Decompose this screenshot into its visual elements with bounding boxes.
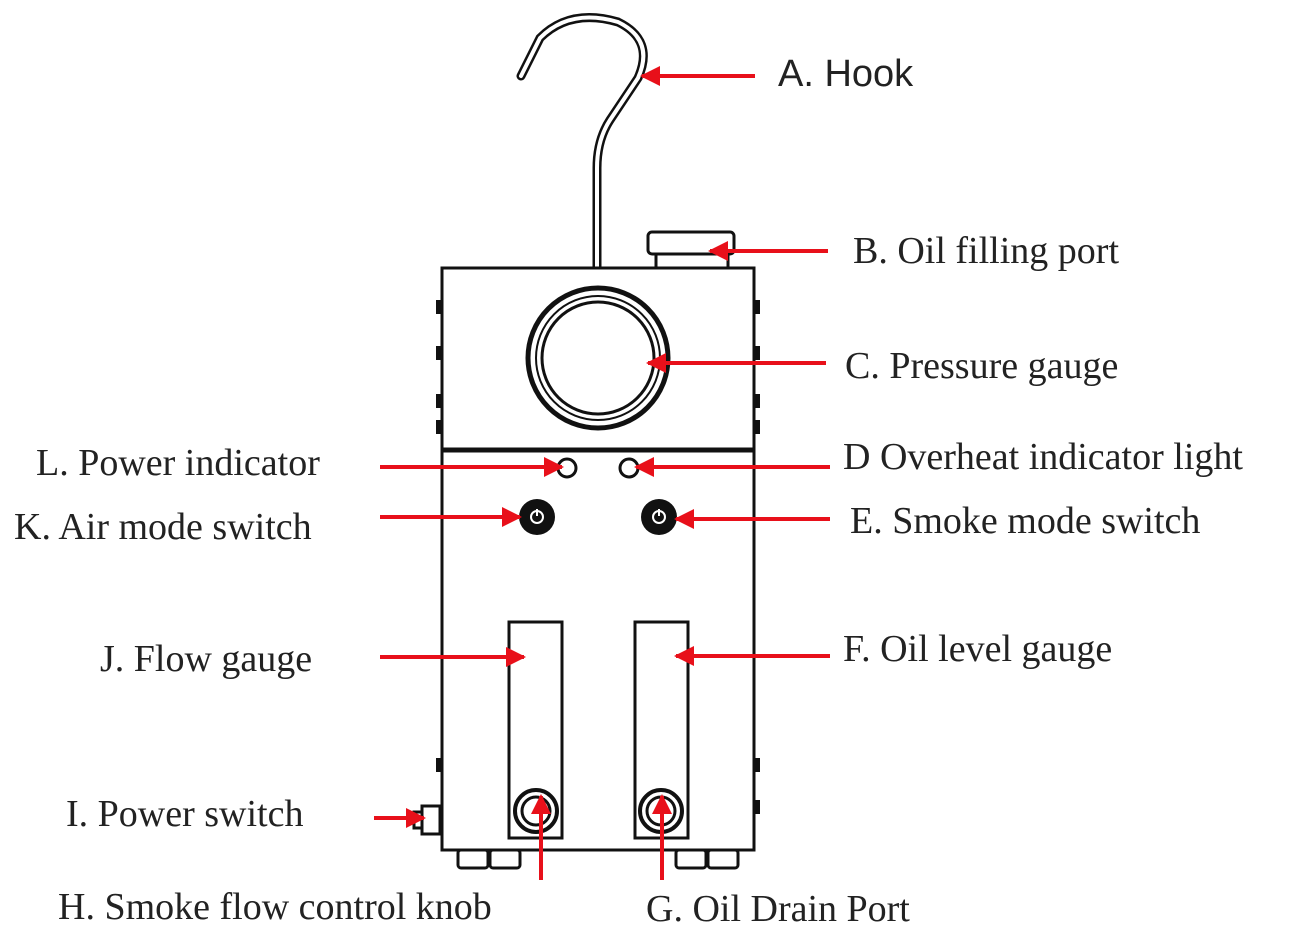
overheat-indicator-light: [618, 457, 640, 479]
label-power-switch: I. Power switch: [66, 793, 304, 835]
callout-arrows: [374, 66, 830, 880]
label-air-mode-switch: K. Air mode switch: [14, 506, 312, 548]
device-feet: [456, 848, 740, 870]
pressure-gauge: [525, 285, 671, 431]
air-mode-switch[interactable]: [519, 499, 555, 535]
label-smoke-flow-control-knob: H. Smoke flow control knob: [58, 886, 492, 928]
label-flow-gauge: J. Flow gauge: [100, 638, 313, 680]
label-overheat-indicator-light: D Overheat indicator light: [843, 436, 1243, 478]
label-pressure-gauge: C. Pressure gauge: [845, 345, 1119, 387]
hook: [516, 13, 648, 273]
label-oil-level-gauge: F. Oil level gauge: [843, 628, 1113, 670]
smoke-mode-switch[interactable]: [641, 499, 677, 535]
label-power-indicator: L. Power indicator: [36, 442, 320, 484]
label-smoke-mode-switch: E. Smoke mode switch: [850, 500, 1201, 542]
smoke-flow-control-knob[interactable]: [513, 788, 559, 834]
label-hook: A. Hook: [778, 53, 914, 95]
label-oil-filling-port: B. Oil filling port: [853, 230, 1119, 272]
label-oil-drain-port: G. Oil Drain Port: [646, 888, 910, 930]
